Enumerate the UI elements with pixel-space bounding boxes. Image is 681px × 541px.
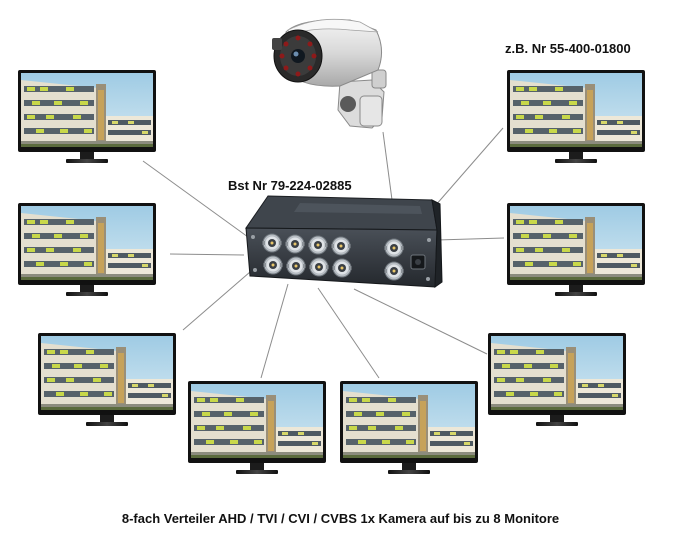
video-splitter-icon [245, 195, 443, 288]
bnc-output-icon [285, 234, 305, 254]
line-splitter-to-monitor-7 [436, 237, 505, 241]
line-splitter-to-monitor-3 [182, 271, 251, 331]
monitor-2 [18, 203, 156, 296]
monitor-3 [38, 333, 176, 426]
camera-order-number: z.B. Nr 55-400-01800 [505, 41, 631, 56]
monitor-6 [488, 333, 626, 426]
diagram-caption: 8-fach Verteiler AHD / TVI / CVI / CVBS … [121, 511, 560, 526]
connector-lines [142, 127, 505, 379]
line-splitter-to-monitor-8 [434, 127, 504, 207]
monitor-5 [340, 381, 478, 474]
line-splitter-to-monitor-2 [169, 253, 245, 256]
bnc-output-icon [332, 258, 352, 278]
line-splitter-to-monitor-4 [260, 283, 289, 379]
line-splitter-to-monitor-6 [353, 288, 488, 355]
bnc-output-icon [262, 233, 282, 253]
bnc-output-icon [308, 235, 328, 255]
monitor-8 [507, 70, 645, 163]
bnc-input-icon [384, 238, 404, 258]
line-splitter-to-monitor-1 [142, 160, 249, 238]
bnc-output-icon [331, 236, 351, 256]
bnc-input-icon [384, 261, 404, 281]
bnc-output-icon [309, 257, 329, 277]
splitter-order-number: Bst Nr 79-224-02885 [228, 178, 352, 193]
line-splitter-to-monitor-5 [317, 287, 380, 379]
monitor-4 [188, 381, 326, 474]
bullet-camera-icon [272, 18, 387, 129]
bnc-output-icon [263, 255, 283, 275]
monitor-1 [18, 70, 156, 163]
bnc-output-icon [286, 256, 306, 276]
monitor-7 [507, 203, 645, 296]
